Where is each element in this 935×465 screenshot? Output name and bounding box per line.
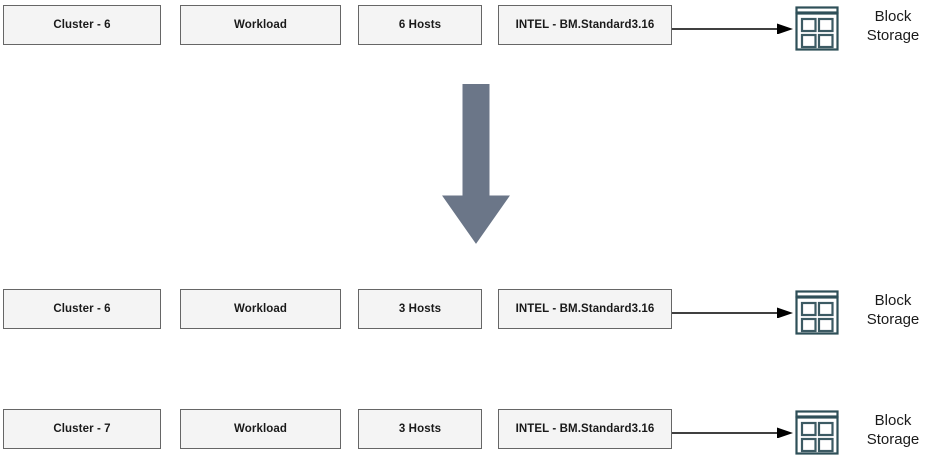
storage-label-line2: Storage [866, 27, 920, 44]
arrow-right-icon [672, 307, 793, 319]
storage-label: Block Storage [852, 407, 934, 453]
diagram-row-before: Cluster - 6 Workload 6 Hosts INTEL - BM.… [0, 3, 935, 51]
hosts-box[interactable]: 3 Hosts [358, 289, 482, 329]
diagram-row-after-2: Cluster - 7 Workload 3 Hosts INTEL - BM.… [0, 407, 935, 455]
workload-box[interactable]: Workload [180, 5, 341, 45]
storage-label-line2: Storage [866, 431, 920, 448]
connector-arrow [671, 18, 795, 35]
hosts-box[interactable]: 3 Hosts [358, 409, 482, 449]
shape-box[interactable]: INTEL - BM.Standard3.16 [498, 5, 672, 45]
arrow-down-icon [442, 83, 510, 244]
storage-label-line1: Block [874, 8, 912, 25]
diagram-row-after-1: Cluster - 6 Workload 3 Hosts INTEL - BM.… [0, 287, 935, 335]
shape-box[interactable]: INTEL - BM.Standard3.16 [498, 409, 672, 449]
hosts-box[interactable]: 6 Hosts [358, 5, 482, 45]
connector-arrow [671, 422, 795, 439]
arrow-right-icon [672, 427, 793, 439]
shape-box[interactable]: INTEL - BM.Standard3.16 [498, 289, 672, 329]
storage-label-line2: Storage [866, 311, 920, 328]
block-storage-icon [793, 410, 841, 456]
cluster-box[interactable]: Cluster - 6 [3, 5, 161, 45]
storage-label: Block Storage [852, 287, 934, 333]
storage-label-line1: Block [874, 292, 912, 309]
arrow-right-icon [672, 23, 793, 35]
workload-box[interactable]: Workload [180, 289, 341, 329]
block-storage-icon [793, 6, 841, 52]
cluster-box[interactable]: Cluster - 6 [3, 289, 161, 329]
cluster-box[interactable]: Cluster - 7 [3, 409, 161, 449]
block-storage-icon [793, 290, 841, 336]
workload-box[interactable]: Workload [180, 409, 341, 449]
storage-label: Block Storage [852, 3, 934, 49]
storage-label-line1: Block [874, 412, 912, 429]
connector-arrow [671, 302, 795, 319]
transition-arrow [441, 83, 511, 246]
